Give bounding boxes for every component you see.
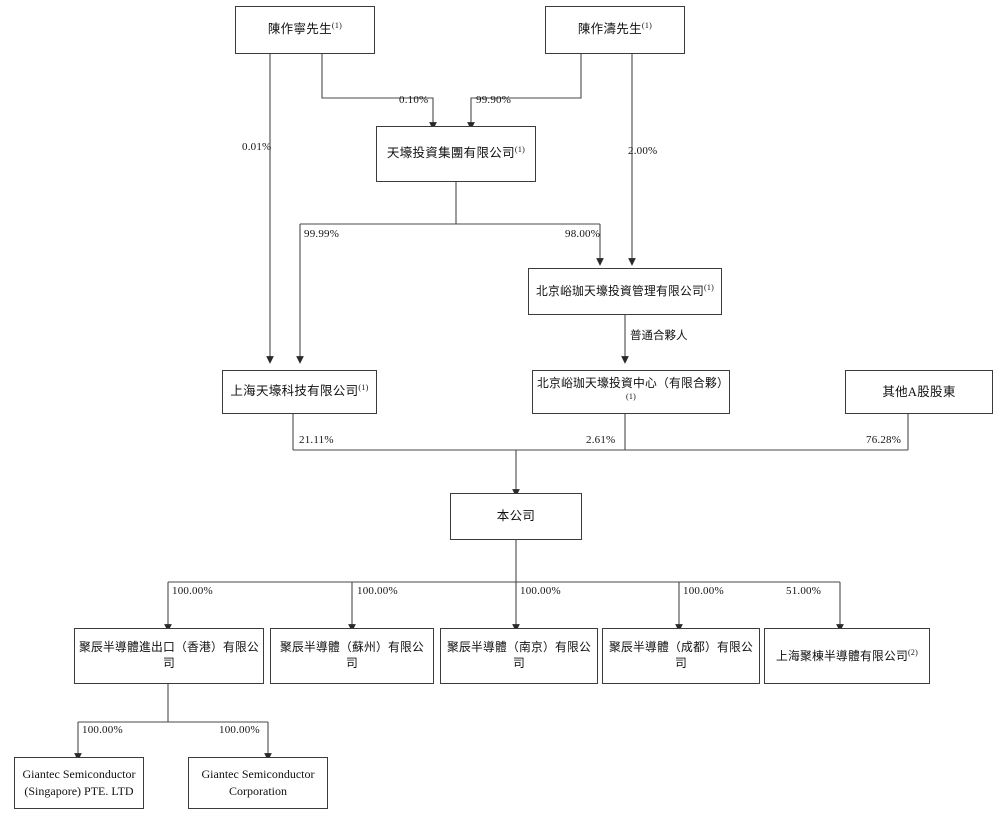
percent-label-shanghai-tianhao-to-company: 21.11% — [299, 434, 334, 446]
footnote-marker: (1) — [626, 391, 636, 401]
percent-label-chen-zuoning-to-tianhao-group: 0.10% — [399, 94, 429, 106]
node-subsidiary-chengdu-label: 聚辰半導體（成都）有限公司 — [609, 640, 753, 670]
node-other-a-share-holders-label: 其他A股股東 — [882, 384, 956, 399]
node-beijing-luojia-investment-management-label: 北京峪珈天壕投資管理有限公司 — [536, 284, 705, 298]
percent-label-tianhao-group-to-shanghai-tianhao: 99.99% — [304, 228, 340, 240]
node-subsidiary-nanjing[interactable]: 聚辰半導體（南京）有限公司 — [440, 628, 598, 684]
node-chen-zuoning[interactable]: 陳作寧先生(1) — [235, 6, 375, 54]
percent-label-company-to-shanghai-judong: 51.00% — [786, 585, 822, 597]
relationship-label-general-partner: 普通合夥人 — [630, 330, 688, 342]
node-shanghai-tianhao-technology[interactable]: 上海天壕科技有限公司(1) — [222, 370, 377, 414]
node-subsidiary-shanghai-judong[interactable]: 上海聚棟半導體有限公司(2) — [764, 628, 930, 684]
percent-label-company-to-nanjing: 100.00% — [520, 585, 561, 597]
percent-label-company-to-hong-kong: 100.00% — [172, 585, 213, 597]
node-chen-zuotao-label: 陳作濤先生 — [577, 22, 642, 37]
node-chen-zuotao[interactable]: 陳作濤先生(1) — [545, 6, 685, 54]
footnote-marker: (2) — [908, 647, 918, 657]
percent-label-hong-kong-to-giantec-singapore: 100.00% — [82, 724, 123, 736]
node-beijing-luojia-investment-center-lp-label: 北京峪珈天壕投資中心（有限合夥） — [537, 375, 729, 390]
node-beijing-luojia-investment-management[interactable]: 北京峪珈天壕投資管理有限公司(1) — [528, 268, 722, 315]
percent-label-company-to-chengdu: 100.00% — [683, 585, 724, 597]
node-other-a-share-holders[interactable]: 其他A股股東 — [845, 370, 993, 414]
node-chen-zuoning-label: 陳作寧先生 — [267, 22, 332, 37]
percent-label-chen-zuoning-to-shanghai-tianhao: 0.01% — [242, 141, 272, 153]
percent-label-tianhao-group-to-beijing-luojia-mgmt: 98.00% — [565, 228, 601, 240]
footnote-marker: (1) — [514, 145, 526, 155]
node-beijing-luojia-investment-center-lp[interactable]: 北京峪珈天壕投資中心（有限合夥）(1) — [532, 370, 730, 414]
node-the-company[interactable]: 本公司 — [450, 493, 582, 540]
footnote-marker: (1) — [704, 283, 714, 293]
footnote-marker: (1) — [641, 21, 653, 31]
node-giantec-corporation-label: Giantec Semiconductor Corporation — [201, 766, 315, 798]
node-subsidiary-nanjing-label: 聚辰半導體（南京）有限公司 — [447, 640, 591, 670]
percent-label-other-a-holders-to-company: 76.28% — [866, 434, 902, 446]
node-giantec-corporation[interactable]: Giantec Semiconductor Corporation — [188, 757, 328, 809]
percent-label-lp-to-company: 2.61% — [586, 434, 616, 446]
node-subsidiary-hong-kong-label: 聚辰半導體進出口（香港）有限公司 — [79, 640, 259, 670]
node-subsidiary-suzhou-label: 聚辰半導體（蘇州）有限公司 — [280, 640, 424, 670]
node-subsidiary-hong-kong[interactable]: 聚辰半導體進出口（香港）有限公司 — [74, 628, 264, 684]
percent-label-chen-zuotao-to-beijing-luojia-mgmt: 2.00% — [628, 145, 658, 157]
footnote-marker: (1) — [331, 21, 343, 31]
node-the-company-label: 本公司 — [496, 509, 536, 524]
node-giantec-singapore-label: Giantec Semiconductor (Singapore) PTE. L… — [22, 766, 136, 798]
node-shanghai-tianhao-technology-label: 上海天壕科技有限公司 — [230, 384, 359, 399]
percent-label-hong-kong-to-giantec-corporation: 100.00% — [219, 724, 260, 736]
node-giantec-singapore[interactable]: Giantec Semiconductor (Singapore) PTE. L… — [14, 757, 144, 809]
node-subsidiary-shanghai-judong-label: 上海聚棟半導體有限公司 — [776, 648, 909, 663]
node-tianhao-investment-group[interactable]: 天壕投資集團有限公司(1) — [376, 126, 536, 182]
node-subsidiary-chengdu[interactable]: 聚辰半導體（成都）有限公司 — [602, 628, 760, 684]
footnote-marker: (1) — [358, 383, 369, 393]
node-subsidiary-suzhou[interactable]: 聚辰半導體（蘇州）有限公司 — [270, 628, 434, 684]
node-tianhao-investment-group-label: 天壕投資集團有限公司 — [386, 146, 515, 161]
percent-label-company-to-suzhou: 100.00% — [357, 585, 398, 597]
percent-label-chen-zuotao-to-tianhao-group: 99.90% — [476, 94, 512, 106]
